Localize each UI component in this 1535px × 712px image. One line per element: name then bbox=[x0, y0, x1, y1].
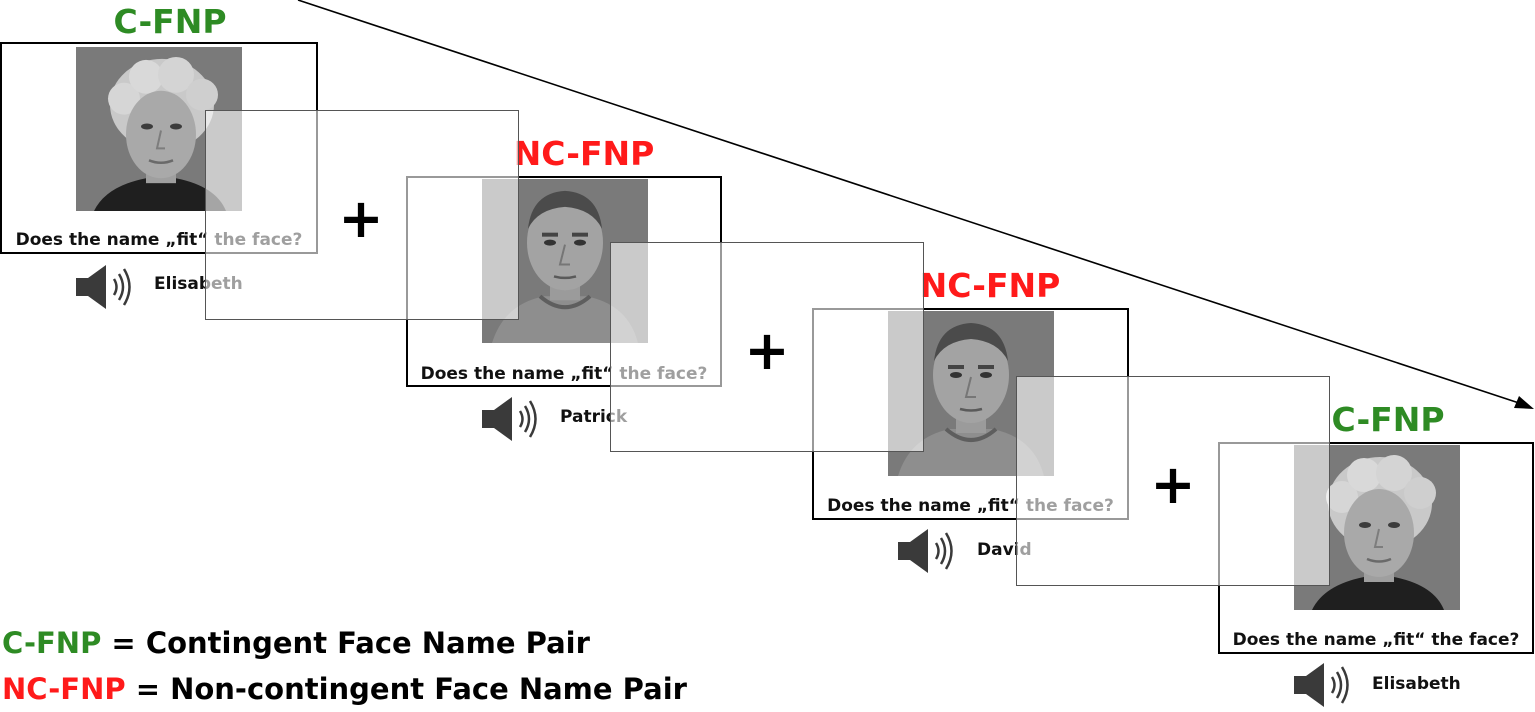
legend-term-contingent: C-FNP bbox=[2, 626, 102, 660]
trial-2-condition-label: NC-FNP bbox=[513, 134, 655, 173]
trial-1-speaker-icon bbox=[76, 264, 136, 310]
legend-separator-noncontingent: = bbox=[125, 672, 171, 706]
trial-1-fading-screen bbox=[205, 110, 519, 320]
legend-term-noncontingent: NC-FNP bbox=[2, 672, 126, 706]
legend-row-contingent: C-FNP = Contingent Face Name Pair bbox=[2, 626, 590, 660]
trial-3-speaker-icon bbox=[898, 528, 958, 574]
legend-definition-contingent: Contingent Face Name Pair bbox=[145, 626, 590, 660]
trial-4-spoken-name: Elisabeth bbox=[1372, 674, 1461, 694]
trial-3-fading-screen bbox=[1016, 376, 1330, 586]
legend-row-noncontingent: NC-FNP = Non-contingent Face Name Pair bbox=[2, 672, 687, 706]
fixation-cross-1: + bbox=[338, 187, 384, 250]
trial-4-speaker-icon bbox=[1294, 662, 1354, 708]
fixation-cross-2: + bbox=[744, 319, 790, 382]
legend-separator-contingent: = bbox=[101, 626, 146, 660]
legend-definition-noncontingent: Non-contingent Face Name Pair bbox=[170, 672, 687, 706]
trial-2-fading-screen bbox=[610, 242, 924, 452]
trial-2-speaker-icon bbox=[482, 396, 542, 442]
trial-4-question: Does the name „fit“ the face? bbox=[1232, 630, 1520, 650]
trial-3-condition-label: NC-FNP bbox=[919, 266, 1061, 305]
trial-4-condition-label: C-FNP bbox=[1331, 400, 1445, 439]
trial-1-condition-label: C-FNP bbox=[113, 2, 227, 41]
fixation-cross-3: + bbox=[1150, 453, 1196, 516]
